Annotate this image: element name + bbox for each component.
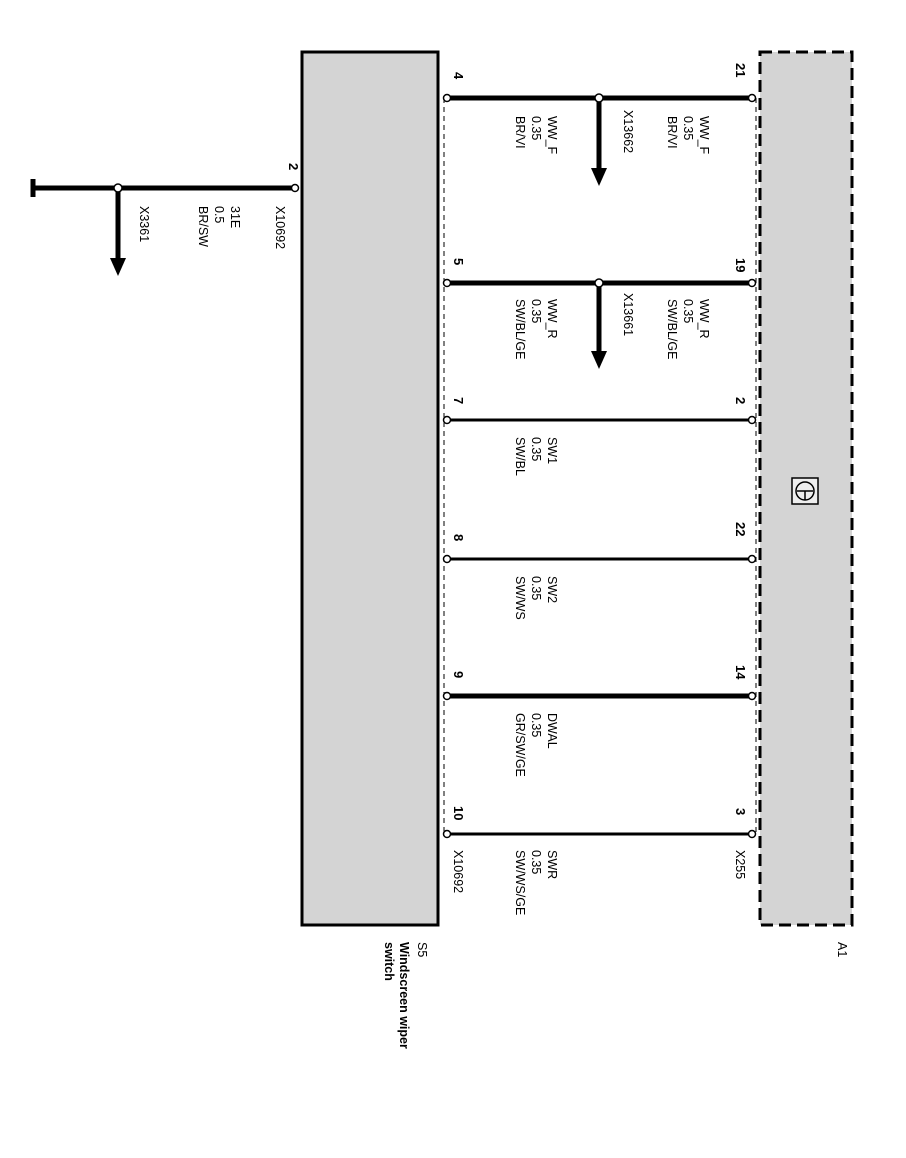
connector-label-x10692: X10692 xyxy=(451,850,465,893)
a1-pin: 21 xyxy=(733,63,748,77)
splice-label: X13661 xyxy=(621,293,635,336)
s5-pin: 5 xyxy=(451,258,466,265)
component-id-s5: S5 xyxy=(415,942,429,957)
arrow-down-icon xyxy=(591,351,607,369)
wire-name: SWR xyxy=(545,850,559,879)
s5-pin: 4 xyxy=(451,72,466,80)
wire-size: 0.35 xyxy=(529,299,543,323)
wire-color: SW/BL/GE xyxy=(665,299,679,359)
a1-pin: 2 xyxy=(733,397,748,404)
wire-color: BR/VI xyxy=(665,116,679,149)
wire-size: 0.35 xyxy=(529,850,543,874)
steering-wheel-icon xyxy=(791,477,819,505)
s5-pin: 10 xyxy=(451,806,466,820)
s5-pin: 8 xyxy=(451,534,466,541)
switch-s5 xyxy=(300,50,440,927)
wire-ww-f xyxy=(442,93,757,186)
splice-label: X3361 xyxy=(137,206,151,242)
splice-label: X13662 xyxy=(621,110,635,153)
wire-size: 0.35 xyxy=(529,437,543,461)
component-id-a1: A1 xyxy=(835,942,849,957)
wire-color: SW/WS xyxy=(513,576,527,620)
arrow-down-icon xyxy=(110,258,126,276)
wire-name: WW_R xyxy=(697,299,711,339)
wire-dwal xyxy=(442,691,757,701)
wire-ww-r xyxy=(442,278,757,369)
wire-size: 0.35 xyxy=(529,116,543,140)
wire-size: 0.5 xyxy=(212,206,226,223)
wire-color: SW/WS/GE xyxy=(513,850,527,915)
component-name-s5-line2: switch xyxy=(382,942,396,981)
wire-size: 0.35 xyxy=(681,116,695,140)
wire-size: 0.35 xyxy=(529,713,543,737)
arrow-down-icon xyxy=(591,168,607,186)
a1-pin: 22 xyxy=(733,522,748,536)
wire-name: DWAL xyxy=(545,713,559,749)
wire-name: SW1 xyxy=(545,437,559,464)
wire-name: WW_R xyxy=(545,299,559,339)
wire-color: GR/SW/GE xyxy=(513,713,527,777)
wire-name: SW2 xyxy=(545,576,559,603)
connector-label-x255: X255 xyxy=(733,850,747,879)
wire-color: SW/BL/GE xyxy=(513,299,527,359)
a1-pin: 3 xyxy=(733,808,748,815)
s5-pin: 9 xyxy=(451,671,466,678)
s5-pin: 2 xyxy=(286,163,301,170)
wire-size: 0.35 xyxy=(681,299,695,323)
wire-swr xyxy=(442,829,757,839)
a1-pin: 19 xyxy=(733,258,748,272)
wire-color: BR/SW xyxy=(196,206,210,247)
s5-pin: 7 xyxy=(451,397,466,404)
wire-31e xyxy=(30,179,300,276)
wire-color: SW/BL xyxy=(513,437,527,476)
wire-name: WW_F xyxy=(697,116,711,155)
wire-color: BR/VI xyxy=(513,116,527,149)
wire-size: 0.35 xyxy=(529,576,543,600)
a1-pin: 14 xyxy=(733,665,748,680)
wire-sw1 xyxy=(442,415,757,425)
connector-label-x10692: X10692 xyxy=(273,206,287,249)
wire-name: WW_F xyxy=(545,116,559,155)
wire-sw2 xyxy=(442,554,757,564)
component-name-s5: Windscreen wiper xyxy=(397,942,411,1049)
wire-name: 31E xyxy=(228,206,242,228)
